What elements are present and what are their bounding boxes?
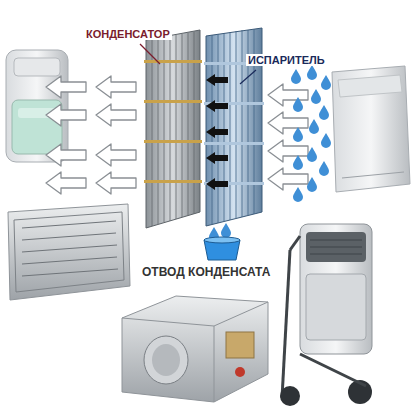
condenser-label: КОНДЕНСАТОР: [84, 28, 172, 40]
drain-label: ОТВОД КОНДЕНСАТА: [140, 266, 272, 279]
mobile-dehumidifier: [280, 224, 372, 406]
humid-air-arrows: [268, 84, 308, 190]
wall-unit: [8, 204, 130, 300]
leader-line: [240, 70, 256, 84]
evaporator-label: ИСПАРИТЕЛЬ: [246, 54, 327, 66]
dry-air-arrows: [46, 76, 136, 194]
leader-line: [140, 44, 160, 64]
wall-dehumidifier: [332, 66, 410, 192]
condensate-cup: [204, 237, 240, 260]
moisture-drops: [291, 65, 331, 202]
duct-unit: [122, 296, 268, 402]
